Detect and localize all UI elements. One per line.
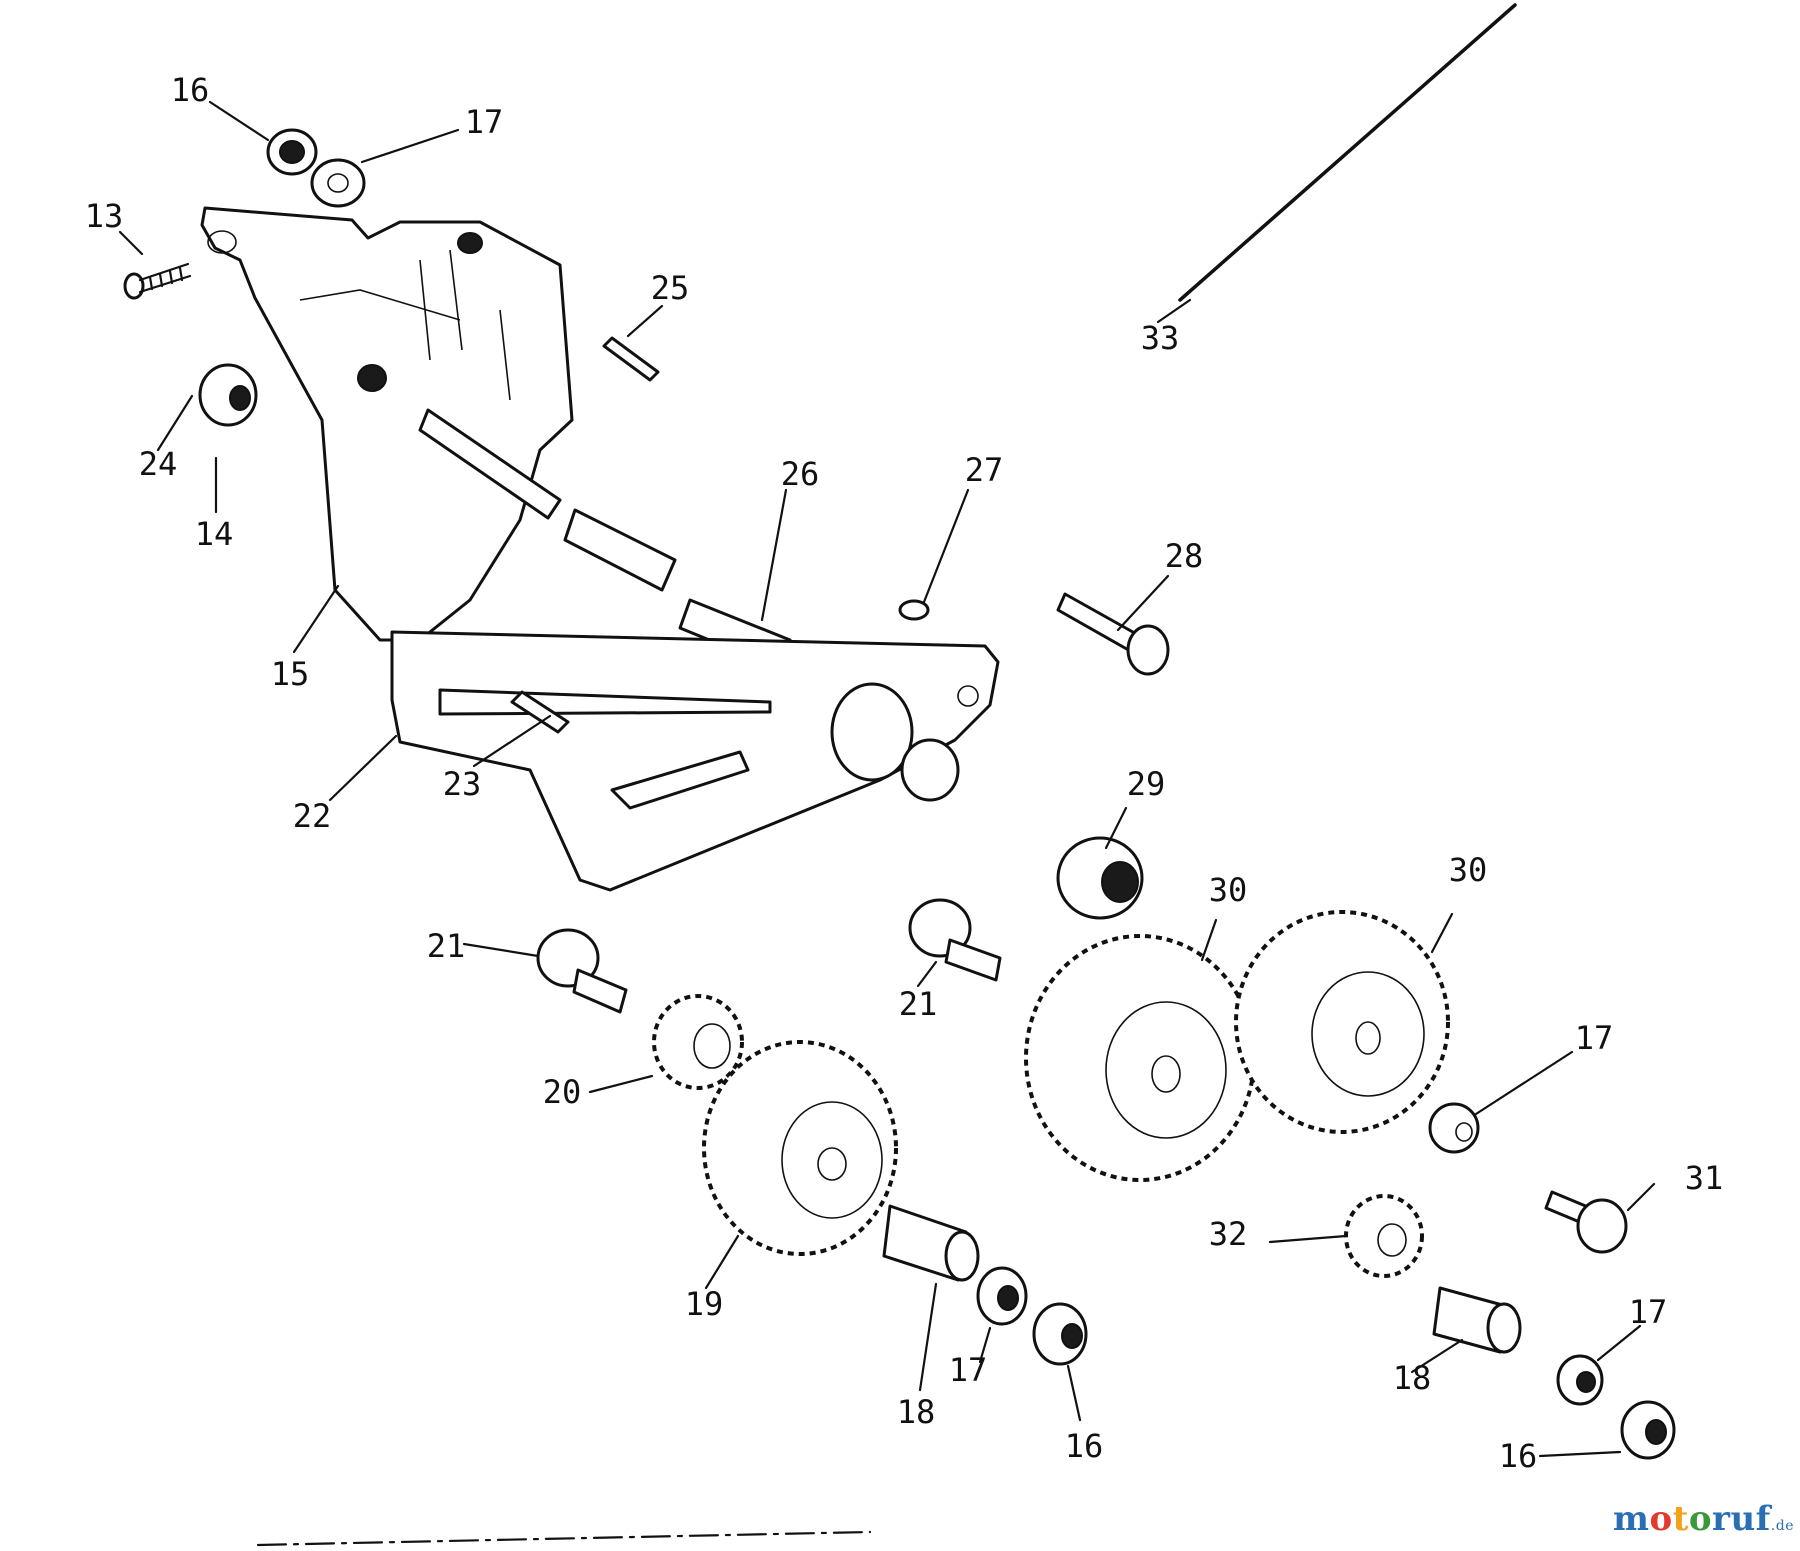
part-16-nut-top	[266, 128, 318, 176]
part-28-pin	[1056, 592, 1170, 676]
logo-letter-t: t	[1672, 1499, 1689, 1539]
label-19: 19	[685, 1285, 724, 1323]
label-30-left: 30	[1209, 871, 1248, 909]
part-13-screw	[123, 262, 192, 300]
part-16-nut-lower-right	[1620, 1400, 1676, 1460]
label-26: 26	[781, 455, 820, 493]
part-32-pinion	[1344, 1194, 1424, 1278]
label-20: 20	[543, 1073, 582, 1111]
logo-tld: .de	[1770, 1518, 1794, 1534]
label-17-bottom: 17	[949, 1351, 988, 1389]
part-33-rod	[1178, 3, 1517, 302]
label-18-right: 18	[1393, 1359, 1432, 1397]
label-17-top: 17	[465, 103, 504, 141]
part-24-spacer	[198, 363, 258, 427]
part-17-washer-bottom	[976, 1266, 1028, 1326]
part-21-shaft-left	[536, 928, 628, 1014]
part-17-washer-right	[1428, 1102, 1480, 1154]
label-25: 25	[651, 269, 690, 307]
label-16-lower-right: 16	[1499, 1437, 1538, 1475]
leader-lines	[118, 100, 1656, 1458]
label-18-left: 18	[897, 1393, 936, 1431]
callout-labels: 16 17 13 25 33 24 14 26 27 28 15 23 22 2…	[85, 71, 1724, 1475]
part-30-gear-right	[1234, 910, 1450, 1134]
part-housing-shaft	[418, 408, 677, 592]
label-21-left: 21	[427, 927, 466, 965]
part-31-pin	[1544, 1190, 1628, 1254]
logo-letters-ruf: ruf	[1712, 1499, 1771, 1539]
part-21-shaft-right	[908, 898, 1002, 982]
part-15-housing	[200, 206, 574, 642]
label-31: 31	[1685, 1159, 1724, 1197]
part-29-bushing	[1056, 836, 1144, 920]
label-17-lower-right: 17	[1629, 1293, 1668, 1331]
part-16-nut-bottom	[1032, 1302, 1088, 1366]
label-15: 15	[271, 655, 310, 693]
motoruf-logo: motoruf.de	[1613, 1499, 1794, 1539]
part-18-spacer-left	[882, 1204, 980, 1282]
label-30-right: 30	[1449, 851, 1488, 889]
part-23-pin	[510, 690, 570, 734]
label-16-bottom: 16	[1065, 1427, 1104, 1465]
label-29: 29	[1127, 765, 1166, 803]
label-16-top: 16	[171, 71, 210, 109]
bottom-rule	[256, 1530, 872, 1547]
label-24: 24	[139, 445, 178, 483]
label-17-right: 17	[1575, 1019, 1614, 1057]
part-18-spacer-right	[1432, 1286, 1522, 1354]
label-27: 27	[965, 451, 1004, 489]
label-33: 33	[1141, 319, 1180, 357]
part-20-pinion	[652, 994, 744, 1090]
label-32: 32	[1209, 1215, 1248, 1253]
label-28: 28	[1165, 537, 1204, 575]
part-30-gear-left	[1024, 934, 1256, 1182]
label-23: 23	[443, 765, 482, 803]
logo-letter-o1: o	[1649, 1499, 1673, 1539]
part-17-washer-lower-right	[1556, 1354, 1604, 1406]
part-17-washer-top	[310, 158, 366, 208]
part-27-clip	[898, 599, 930, 621]
part-19-gear	[702, 1040, 898, 1256]
part-25-pin	[602, 336, 660, 382]
label-22: 22	[293, 797, 332, 835]
logo-letter-o2: o	[1688, 1499, 1713, 1539]
label-13: 13	[85, 197, 124, 235]
label-21-right: 21	[899, 985, 938, 1023]
logo-letter-m: m	[1612, 1499, 1650, 1539]
label-14: 14	[195, 515, 234, 553]
